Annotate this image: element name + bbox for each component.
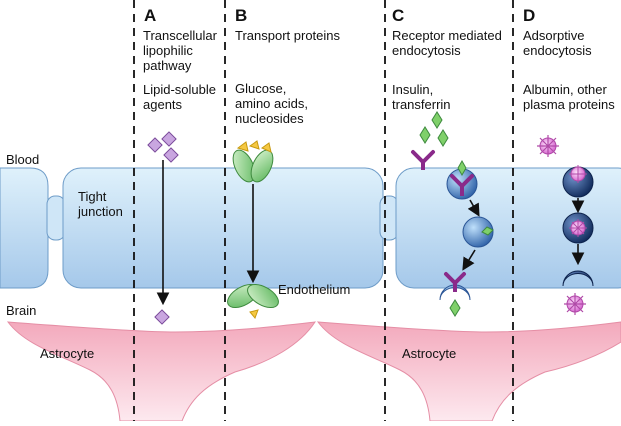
endocytosis-arrow-2 bbox=[462, 249, 476, 271]
column-letter-d: D bbox=[523, 6, 536, 25]
vesicle-receptor-1 bbox=[446, 159, 478, 200]
column-title-d: Adsorptive endocytosis bbox=[523, 28, 592, 58]
endothelial-cell-right bbox=[395, 167, 621, 289]
tight-junction-left bbox=[46, 195, 66, 241]
column-letter-c: C bbox=[392, 6, 405, 25]
transporter-bottom bbox=[227, 283, 279, 319]
astrocyte-right-label: Astrocyte bbox=[402, 346, 457, 361]
tight-junction-right bbox=[379, 195, 399, 241]
ligand-brain bbox=[449, 299, 461, 317]
receptor-surface bbox=[411, 150, 435, 170]
protein-blood bbox=[537, 135, 559, 157]
tight-junction-label: Tight junction bbox=[78, 189, 123, 219]
lipid-molecule-brain bbox=[154, 309, 170, 325]
column-subtitle-d: Albumin, other plasma proteins bbox=[523, 82, 615, 112]
column-letter-b: B bbox=[235, 6, 248, 25]
endothelial-cell-left-edge bbox=[0, 167, 49, 289]
astrocyte-left-label: Astrocyte bbox=[40, 346, 95, 361]
blood-label: Blood bbox=[6, 152, 40, 167]
column-subtitle-b: Glucose, amino acids, nucleosides bbox=[235, 81, 308, 126]
column-title-a: Transcellular lipophilic pathway bbox=[143, 28, 217, 73]
astrocyte-left-shape bbox=[6, 321, 317, 422]
endothelium-label: Endothelium bbox=[278, 282, 351, 297]
endocytosis-arrow-1 bbox=[467, 199, 480, 217]
column-letter-a: A bbox=[144, 6, 157, 25]
column-title-b: Transport proteins bbox=[235, 28, 341, 43]
vesicle-protein-3 bbox=[562, 270, 594, 287]
vesicle-receptor-3 bbox=[439, 272, 471, 301]
transporter-top bbox=[232, 140, 274, 183]
column-subtitle-c: Insulin, transferrin bbox=[392, 82, 451, 112]
brain-label: Brain bbox=[6, 303, 37, 318]
column-title-c: Receptor mediated endocytosis bbox=[392, 28, 502, 58]
vesicle-protein-1 bbox=[562, 165, 594, 198]
lipid-molecules-blood bbox=[147, 131, 179, 163]
astrocyte-right-shape bbox=[316, 321, 621, 422]
protein-brain bbox=[564, 293, 586, 315]
vesicle-receptor-2 bbox=[462, 216, 494, 248]
column-subtitle-a: Lipid-soluble agents bbox=[143, 82, 216, 112]
endothelial-cell-main bbox=[62, 167, 384, 289]
ligands-blood bbox=[419, 111, 449, 147]
vesicle-protein-2 bbox=[562, 212, 594, 244]
